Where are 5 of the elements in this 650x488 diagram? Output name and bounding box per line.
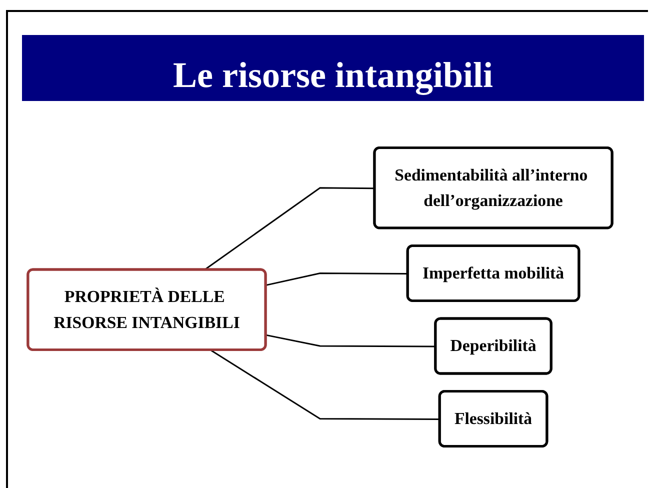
title-banner: Le risorse intangibili xyxy=(22,35,644,101)
connector xyxy=(266,272,408,286)
connector xyxy=(266,334,436,348)
connector xyxy=(210,350,440,420)
connector xyxy=(204,187,375,271)
